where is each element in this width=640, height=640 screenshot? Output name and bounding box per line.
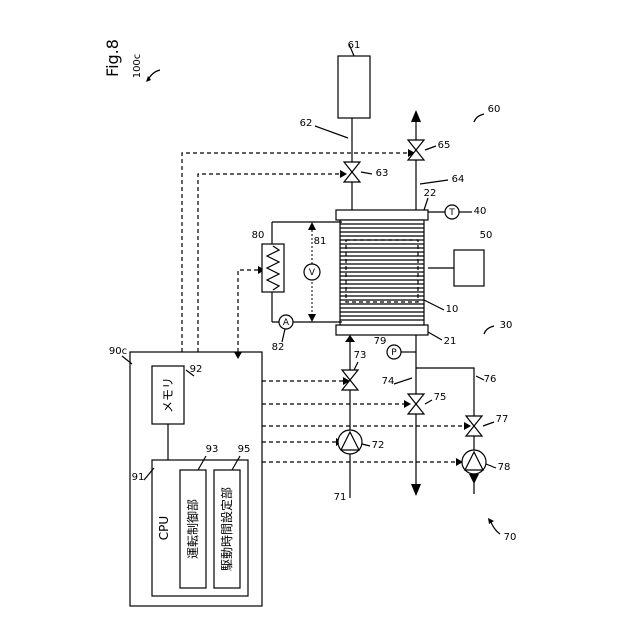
air-supply-pipe-ref: 71 bbox=[334, 492, 347, 503]
end-plate-right-ref: 22 bbox=[424, 188, 437, 199]
cpu-label: CPU bbox=[157, 516, 171, 540]
end-plate-left bbox=[336, 325, 428, 335]
hydrogen-exhaust-valve-ref: 65 bbox=[438, 140, 451, 151]
operation-control-ref: 93 bbox=[206, 444, 219, 455]
drive-time-ref: 95 bbox=[238, 444, 251, 455]
cooling-ref: 50 bbox=[480, 230, 493, 241]
operation-control-label: 運転制御部 bbox=[185, 499, 200, 559]
pressure-sensor-symbol: P bbox=[391, 348, 397, 358]
end-plate-right bbox=[336, 210, 428, 220]
air-exhaust-arrow bbox=[411, 484, 421, 496]
voltmeter-symbol: V bbox=[309, 268, 316, 278]
hydrogen-tank bbox=[338, 56, 370, 118]
temp-sensor-symbol: T bbox=[448, 208, 455, 218]
load-ref: 80 bbox=[252, 230, 265, 241]
hydrogen-system-ref: 60 bbox=[488, 104, 501, 115]
end-plate-left-ref: 21 bbox=[444, 336, 457, 347]
hydrogen-supply-pipe-ref: 62 bbox=[300, 118, 313, 129]
controller-ref: 90c bbox=[109, 346, 127, 357]
hydrogen-valve-ref: 63 bbox=[376, 168, 389, 179]
figure-title: Fig.8 bbox=[103, 39, 122, 77]
hydrogen-exhaust-valve bbox=[408, 140, 424, 160]
cpu-ref: 91 bbox=[132, 472, 145, 483]
bypass-pipe-ref: 76 bbox=[484, 374, 497, 385]
air-circuit-ref: 70 bbox=[504, 532, 517, 543]
hydrogen-valve bbox=[344, 162, 360, 182]
air-compressor-ref: 72 bbox=[372, 440, 385, 451]
hydrogen-exhaust-arrow bbox=[411, 110, 421, 122]
ammeter-symbol: A bbox=[283, 318, 290, 328]
memory-label: メモリ bbox=[161, 377, 175, 413]
temp-sensor-ref: 40 bbox=[474, 206, 487, 217]
pump-ref: 78 bbox=[498, 462, 511, 473]
cooling-unit bbox=[454, 250, 484, 286]
hydrogen-exhaust-pipe-ref: 64 bbox=[452, 174, 465, 185]
pressure-sensor-ref: 79 bbox=[374, 336, 387, 347]
load bbox=[262, 244, 284, 292]
air-system-ref: 30 bbox=[500, 320, 513, 331]
system-ref-label: 100c bbox=[132, 54, 143, 79]
bypass-pipe bbox=[416, 368, 474, 494]
stack-ref: 10 bbox=[446, 304, 459, 315]
air-inlet-valve-ref: 73 bbox=[354, 350, 367, 361]
air-exhaust-pipe-ref: 74 bbox=[382, 376, 395, 387]
voltmeter-ref: 81 bbox=[314, 236, 327, 247]
bypass-valve-ref: 77 bbox=[496, 414, 509, 425]
drive-time-label: 駆動時間設定部 bbox=[219, 487, 234, 571]
pressure-valve-ref: 75 bbox=[434, 392, 447, 403]
ammeter-ref: 82 bbox=[272, 342, 285, 353]
memory-ref: 92 bbox=[190, 364, 203, 375]
cell-stack bbox=[340, 220, 424, 325]
